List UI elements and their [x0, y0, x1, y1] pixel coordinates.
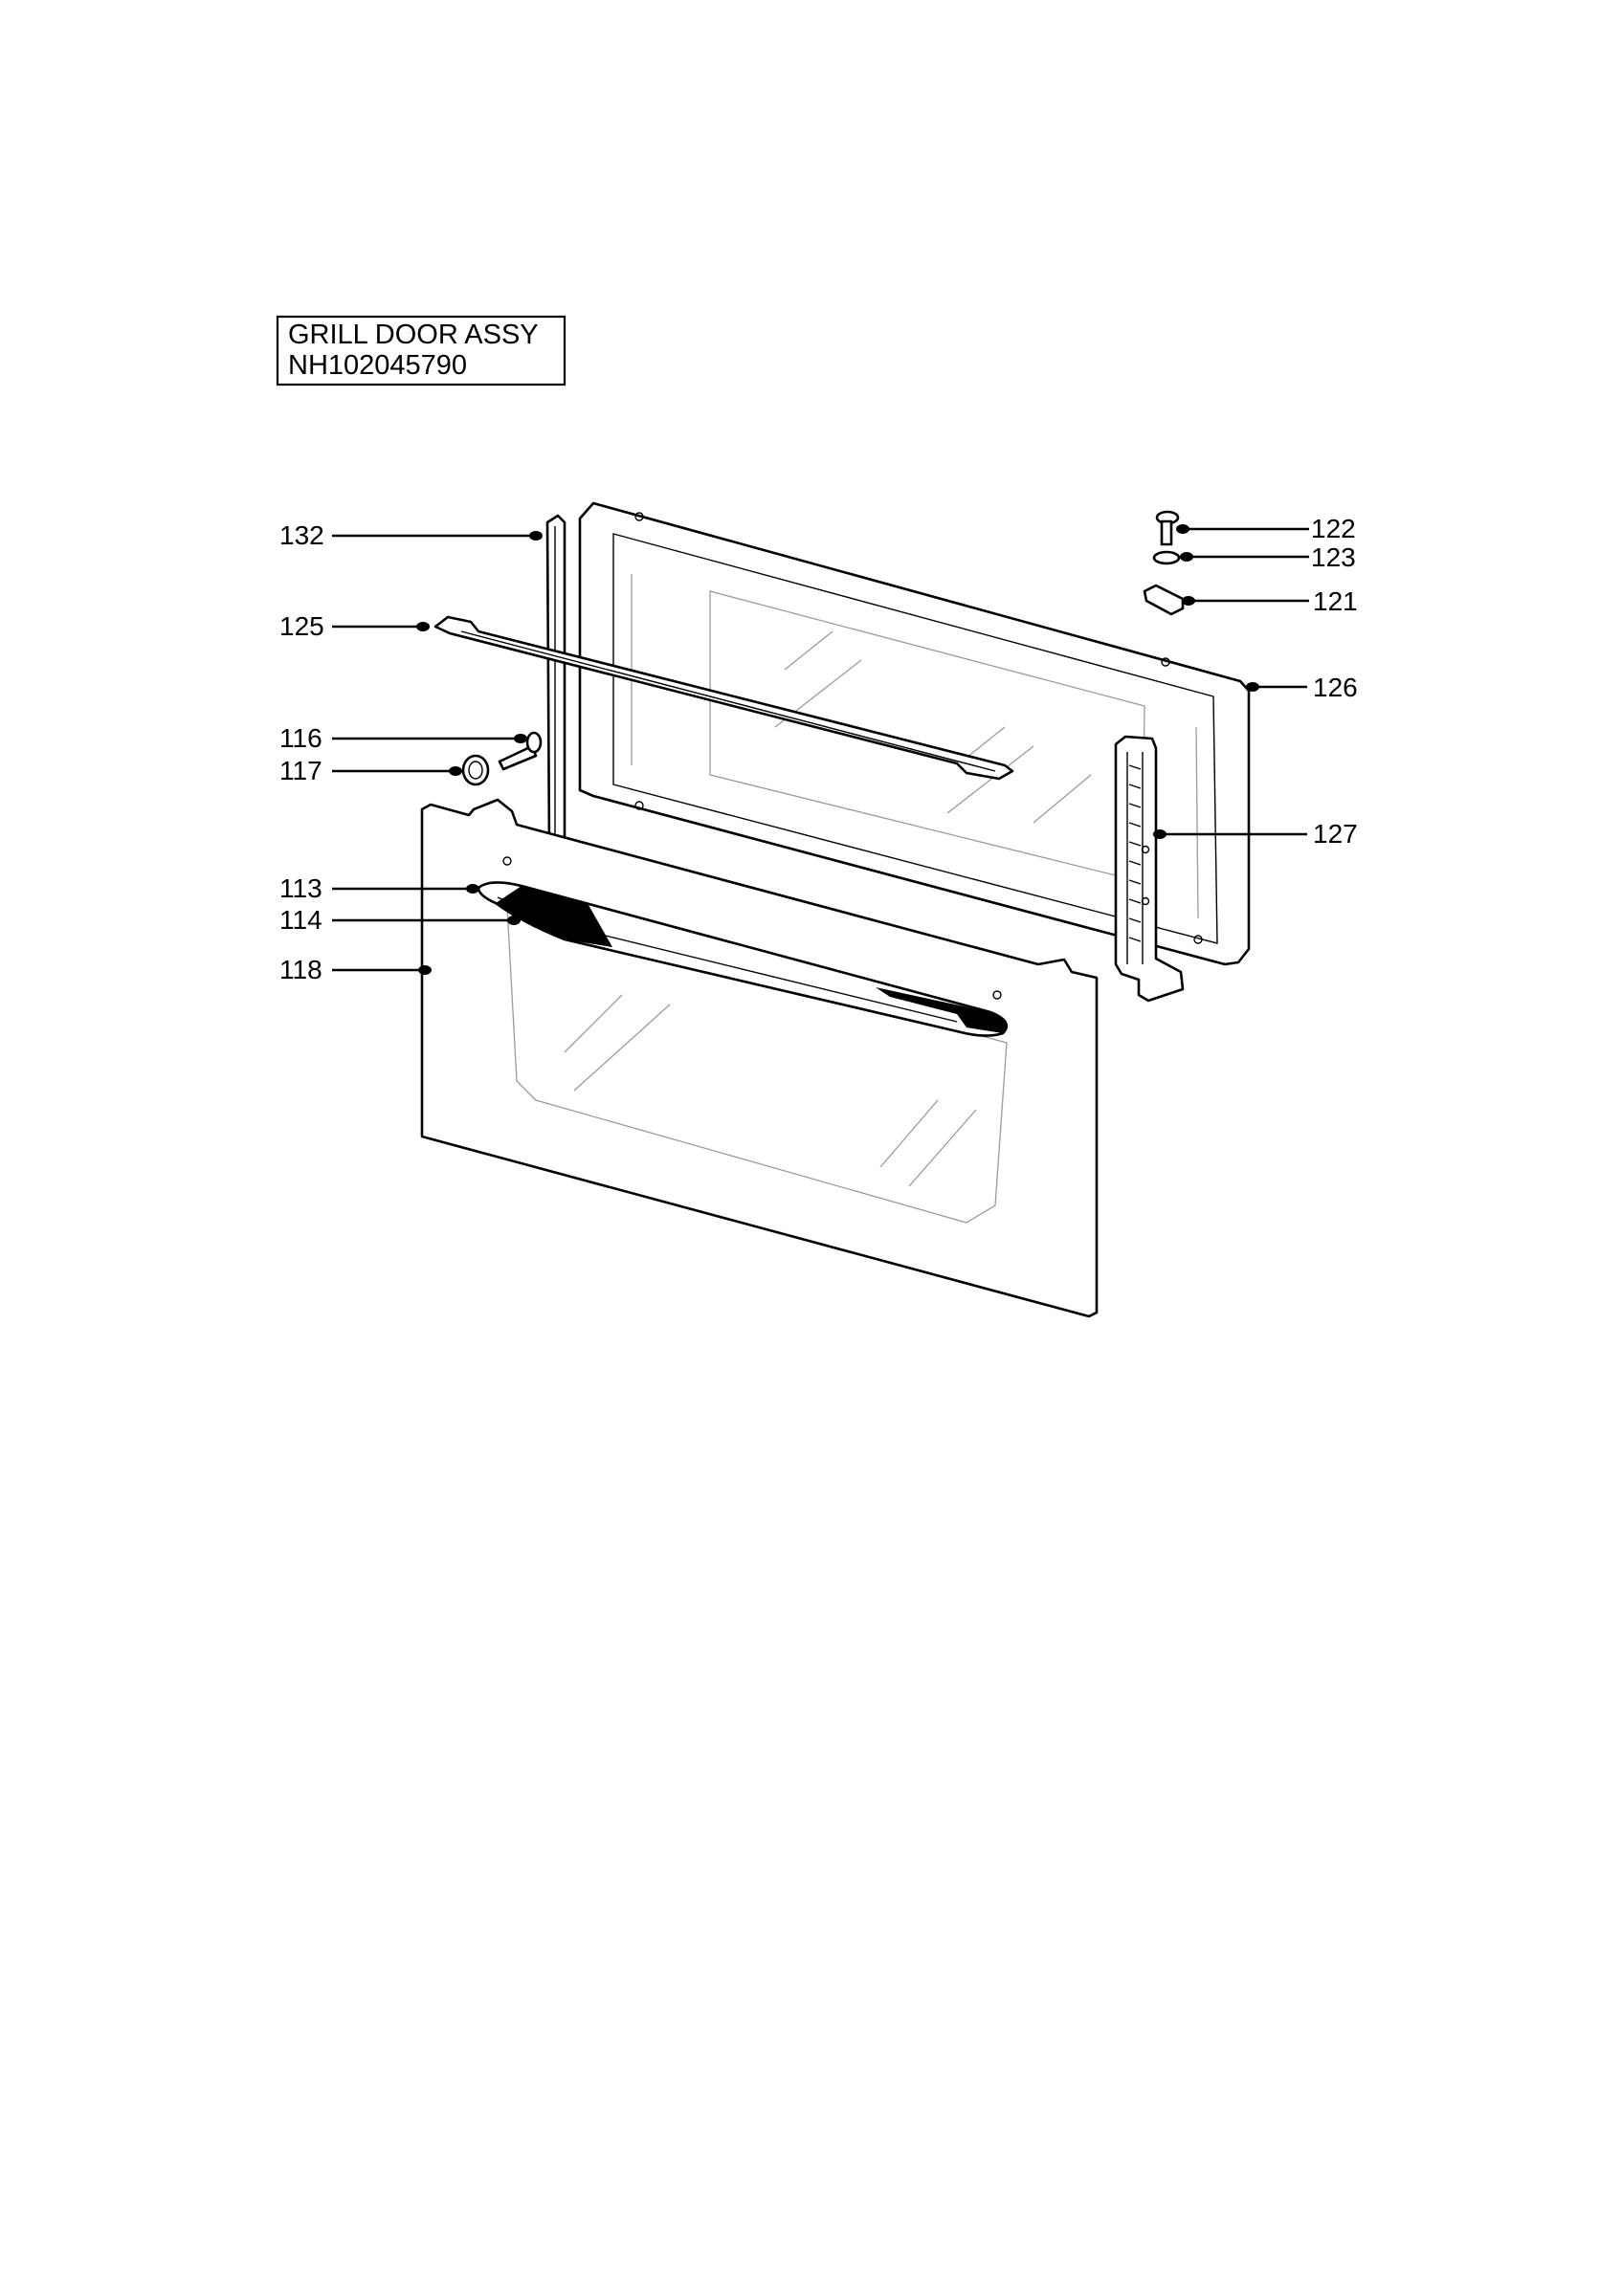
part-125-top-bar [433, 615, 1014, 781]
part-121-clip [1143, 584, 1185, 616]
part-123-washer [1152, 550, 1181, 565]
callout-label-113: 113 [279, 873, 322, 903]
callout-label-121: 121 [1313, 586, 1358, 616]
callout-label-122: 122 [1311, 514, 1356, 543]
title-line-assembly-name: GRILL DOOR ASSY [288, 320, 539, 350]
callout-label-114: 114 [279, 905, 322, 935]
leader-dot-127 [1153, 829, 1167, 839]
callout-label-132: 132 [279, 520, 324, 550]
leader-dot-122 [1176, 524, 1189, 534]
leader-dot-125 [416, 622, 430, 631]
callout-label-116: 116 [279, 723, 322, 753]
part-113-114-door-handle [477, 881, 1009, 1037]
callout-label-118: 118 [279, 955, 322, 984]
part-126-inner-door-frame [578, 501, 1251, 966]
leader-dot-113 [466, 884, 479, 894]
part-132-side-seal-strip [545, 514, 567, 857]
callout-label-125: 125 [279, 611, 324, 641]
leader-dot-118 [418, 965, 432, 975]
leader-dot-123 [1180, 552, 1193, 562]
title-line-part-number: NH102045790 [288, 350, 467, 381]
leader-dot-114 [507, 916, 521, 925]
part-127-hinge [1114, 735, 1185, 1003]
callout-label-117: 117 [279, 756, 322, 785]
callout-labels: 132 125 116 117 113 114 118 122 123 121 … [279, 514, 1358, 984]
callout-label-123: 123 [1311, 542, 1356, 572]
title-box: GRILL DOOR ASSY NH102045790 [276, 315, 567, 386]
leader-dot-116 [514, 734, 527, 743]
leader-dot-121 [1182, 596, 1195, 606]
leader-dot-117 [449, 766, 462, 776]
callout-label-127: 127 [1313, 819, 1358, 849]
leader-lines [332, 524, 1309, 975]
part-117-cap [461, 754, 490, 786]
part-122-rivet [1155, 510, 1180, 546]
callout-label-126: 126 [1313, 673, 1358, 702]
leader-dot-126 [1246, 682, 1259, 692]
part-116-screw [498, 731, 543, 771]
leader-dot-132 [529, 531, 543, 541]
